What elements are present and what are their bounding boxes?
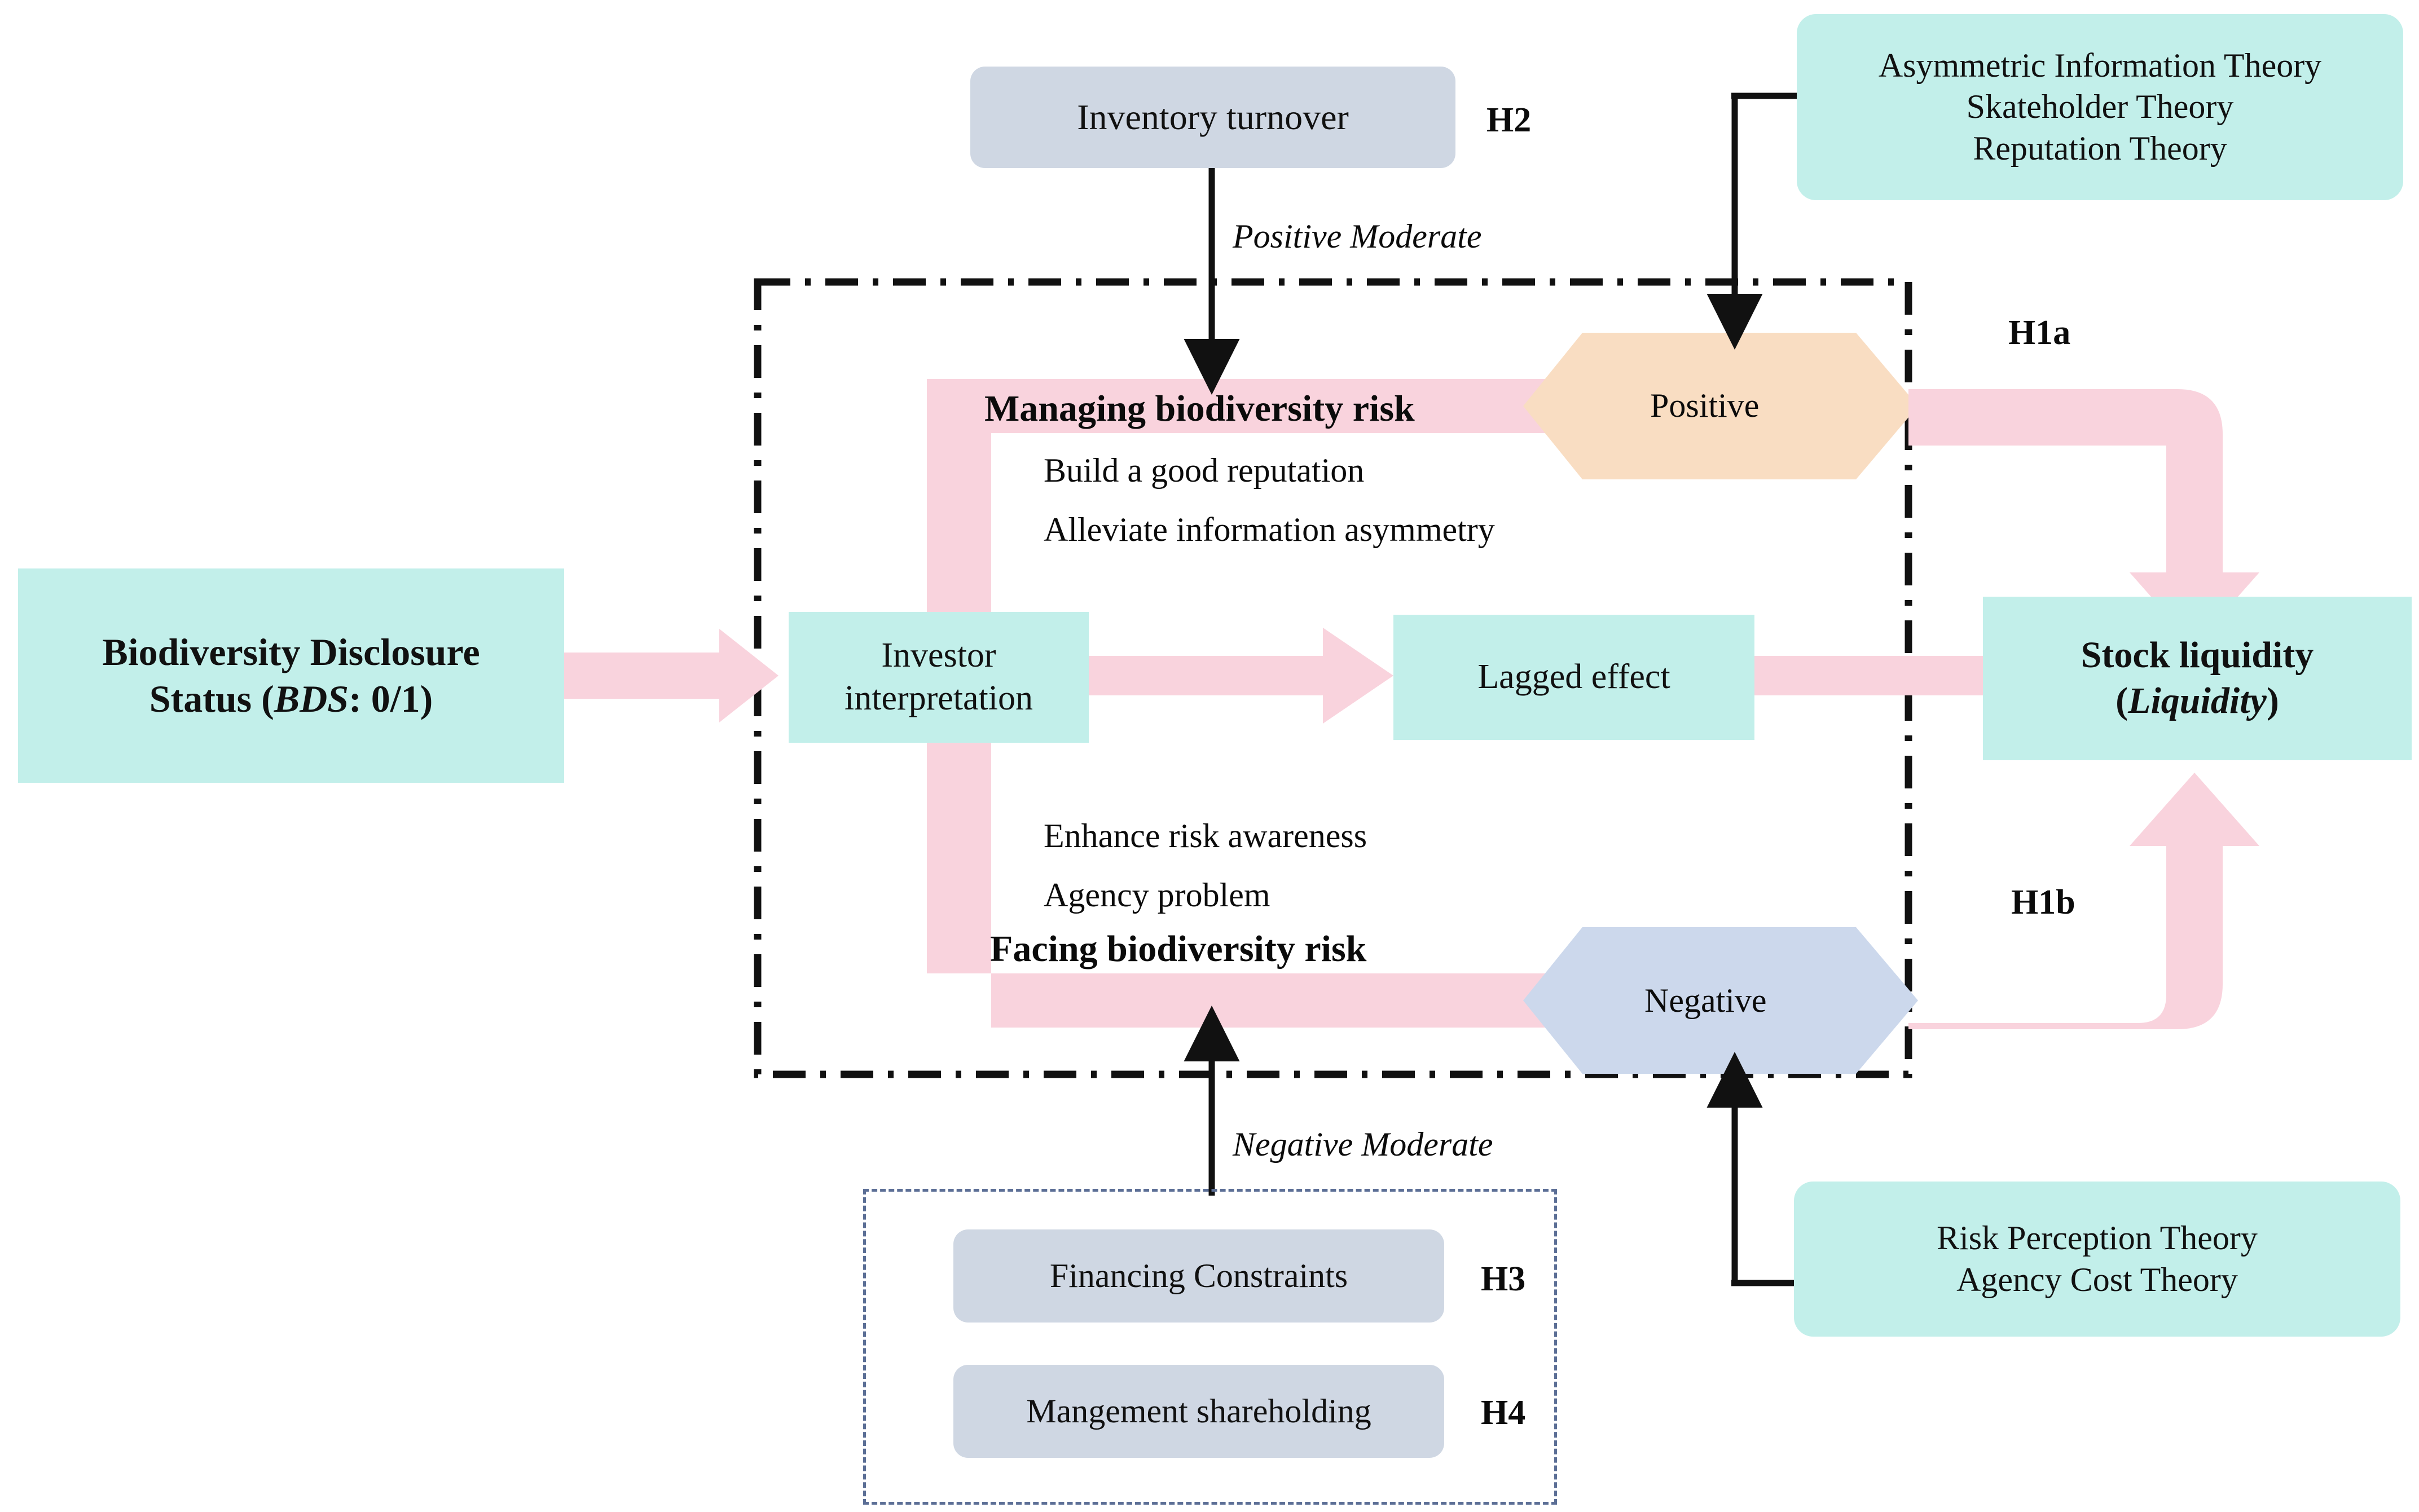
facing-risk-label: Facing biodiversity risk (990, 928, 1367, 969)
node-inventory-turnover[interactable]: Inventory turnover (970, 67, 1455, 168)
node-facing-biodiversity-risk[interactable]: Facing biodiversity risk (990, 928, 1366, 971)
managing-risk-label: Managing biodiversity risk (984, 388, 1415, 429)
arrow-bds-to-investor (564, 629, 779, 722)
lagged-effect-label: Lagged effect (1477, 658, 1670, 697)
node-theory-box-top-right[interactable]: Asymmetric Information Theory Skateholde… (1797, 14, 2403, 200)
node-theory-box-bottom-right[interactable]: Risk Perception Theory Agency Cost Theor… (1794, 1182, 2400, 1337)
hypothesis-label-h4: H4 (1481, 1394, 1526, 1432)
moderator-group-frame (863, 1189, 1557, 1505)
financing-constraints-label: Financing Constraints (1049, 1257, 1348, 1294)
managing-detail-line-2: Alleviate information asymmetry (1044, 511, 1495, 548)
arrow-lagged-to-liquidity (1754, 628, 2059, 724)
positive-hexagon (1523, 333, 1918, 479)
node-investor-interpretation[interactable]: Investor interpretation (789, 612, 1089, 743)
inventory-turnover-label: Inventory turnover (1077, 96, 1349, 137)
arrow-positive-to-liquidity-h1a (1908, 389, 2259, 646)
core-mechanism-frame (754, 278, 1912, 1078)
stock-liquidity-line-2: (Liquidity) (2115, 680, 2279, 721)
managing-detail-line-1: Build a good reputation (1044, 452, 1365, 489)
node-stock-liquidity[interactable]: Stock liquidity (Liquidity) (1983, 597, 2412, 760)
investor-line-2: interpretation (845, 679, 1033, 717)
node-managing-biodiversity-risk[interactable]: Managing biodiversity risk (984, 387, 1415, 430)
management-shareholding-label: Mangement shareholding (1026, 1392, 1371, 1430)
hypothesis-label-h3: H3 (1481, 1260, 1526, 1298)
facing-detail-line-1: Enhance risk awareness (1044, 817, 1367, 854)
theory-top-line-2: Skateholder Theory (1966, 88, 2234, 126)
theory-bottom-line-1: Risk Perception Theory (1937, 1219, 2258, 1257)
moderation-label-positive: Positive Moderate (1233, 218, 1482, 255)
arrow-investor-to-facing (927, 742, 1715, 1056)
bds-line-2: Status (BDS: 0/1) (149, 677, 433, 720)
facing-detail-line-2: Agency problem (1044, 876, 1270, 914)
negative-hexagon-label: Negative (1644, 982, 1767, 1019)
stock-liquidity-line-1: Stock liquidity (2081, 634, 2314, 676)
negative-hexagon (1523, 927, 1918, 1074)
bds-line-1: Biodiversity Disclosure (102, 631, 480, 674)
hypothesis-label-h1a: H1a (2008, 314, 2071, 352)
theory-bottom-line-2: Agency Cost Theory (1956, 1260, 2238, 1298)
hypothesis-label-h1b: H1b (2011, 883, 2075, 922)
node-financing-constraints[interactable]: Financing Constraints (953, 1229, 1444, 1323)
theory-top-line-3: Reputation Theory (1973, 129, 2227, 167)
moderation-label-negative: Negative Moderate (1233, 1126, 1493, 1163)
arrow-investor-to-managing (927, 351, 1715, 612)
hypothesis-label-h2: H2 (1486, 101, 1532, 139)
node-management-shareholding[interactable]: Mangement shareholding (953, 1365, 1444, 1458)
arrow-negative-to-liquidity-h1b (1908, 773, 2259, 1029)
node-lagged-effect[interactable]: Lagged effect (1393, 615, 1754, 740)
arrow-investor-to-lagged (1089, 628, 1393, 724)
investor-line-1: Investor (881, 636, 996, 675)
positive-hexagon-label: Positive (1650, 387, 1760, 424)
theory-top-line-1: Asymmetric Information Theory (1878, 47, 2322, 85)
node-biodiversity-disclosure-status[interactable]: Biodiversity Disclosure Status (BDS: 0/1… (18, 568, 564, 783)
